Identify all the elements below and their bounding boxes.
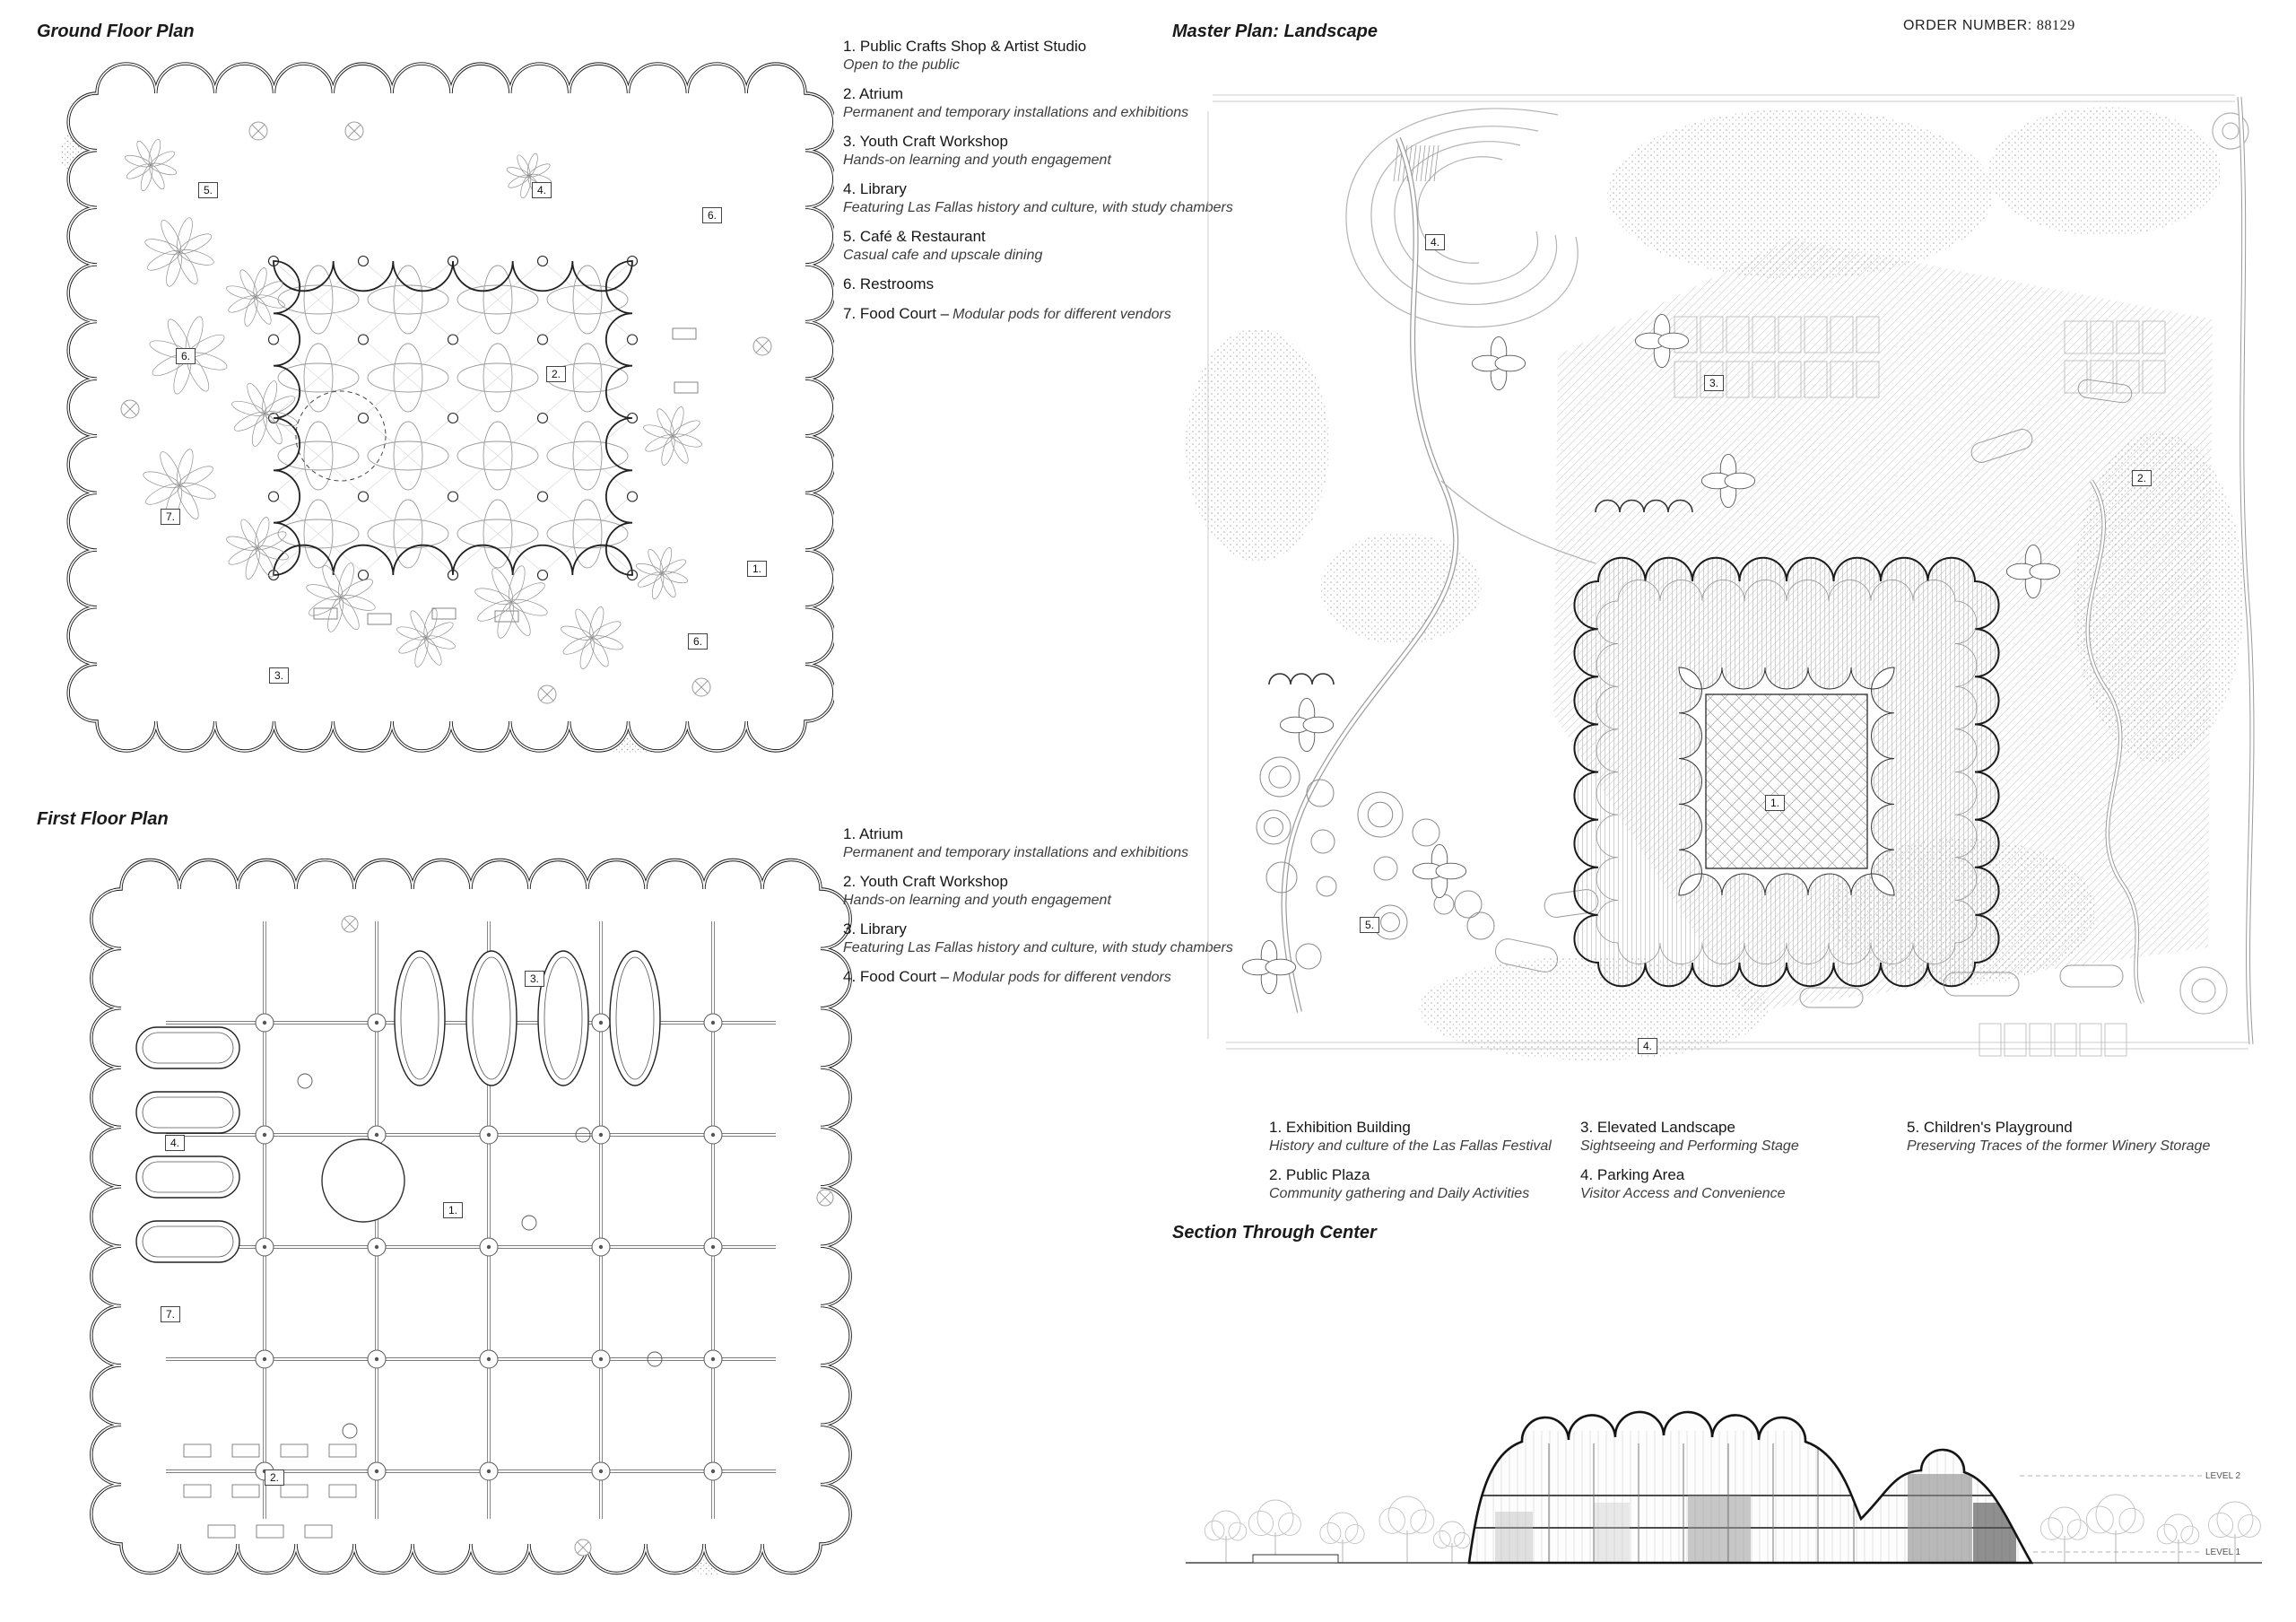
plan-label: 1. [442,1202,464,1218]
parking-stalls [1674,316,2166,1057]
ground-floor-title: Ground Floor Plan [37,22,195,41]
level-annotations: LEVEL 2 LEVEL 1 [2020,1471,2241,1557]
order-value: 88129 [2036,18,2075,33]
section-title: Section Through Center [1172,1223,1377,1243]
legend-item: 6. Restrooms [843,275,935,292]
platform [1252,1554,1339,1564]
plan-label: 4. [164,1135,186,1151]
master-plan: 4. 3. 2. 1. 5. 4. [1172,59,2271,1084]
building-outline [66,62,834,753]
order-label: ORDER NUMBER: [1903,18,2032,33]
plan-label: 2. [2131,470,2152,486]
first-floor-plan: 3. 4. 1. 7. 2. [81,857,852,1579]
legend-item: 4. Food Court –Modular pods for differen… [843,968,1171,985]
plan-label: 4. [1637,1038,1658,1054]
plan-label: 5. [197,182,219,198]
plan-label: 7. [160,1306,181,1322]
plan-label: 2. [264,1469,285,1486]
elevated-landscape [1345,108,2249,1015]
grid-markers [341,915,834,1557]
plan-label: 1. [746,561,768,577]
vegetation-stipple [1186,107,2244,1060]
legend-item: 7. Food Court –Modular pods for differen… [843,305,1171,322]
plan-label: 5. [1359,917,1380,933]
courtyard [1705,693,1868,869]
first-floor-plan-drawing [90,858,852,1575]
plan-label: 4. [1424,234,1446,250]
section-interior [1473,1431,2031,1563]
section-drawing-panel: LEVEL 2 LEVEL 1 [1172,1386,2275,1592]
plan-label: 7. [160,509,181,525]
exhibition-building [1573,556,2000,988]
plan-label: 1. [1764,795,1786,811]
building-section-outline [1467,1410,2034,1565]
plan-label: 2. [545,366,567,382]
roads-paths [1281,96,2255,1045]
building-section-body [1469,1411,2031,1563]
ground-floor-plan: 5. 4. 6. 6. 2. 7. 1. 6. 3. [45,59,834,786]
plan-label: 4. [531,182,552,198]
section-drawing: LEVEL 2 LEVEL 1 [1186,1410,2262,1565]
order-number: ORDER NUMBER: 88129 [1903,18,2075,34]
first-floor-title: First Floor Plan [37,809,169,829]
building-outline-inner [67,63,834,752]
master-plan-drawing [1186,94,2255,1060]
level-2-label: LEVEL 2 [2205,1471,2241,1481]
master-plan-title: Master Plan: Landscape [1172,22,1378,41]
indoor-trees [124,138,702,669]
plan-label: 3. [1703,375,1725,391]
building-footprint-inner [1596,580,1978,964]
site-boundary [1207,94,2248,1050]
plan-label: 6. [175,348,196,364]
site-details [1268,379,2133,1008]
floor-interior [135,921,776,1539]
plan-label: 3. [524,971,545,987]
plan-label: 3. [268,667,290,684]
section-trees [1204,1494,2261,1563]
grid-markers [120,121,772,704]
planters [1241,313,2061,995]
building-outline-inner [91,859,851,1574]
plan-label: 6. [687,633,709,650]
building-outline [90,858,852,1575]
atrium-boundary [273,260,633,576]
level-1-label: LEVEL 1 [2205,1548,2241,1557]
plan-label: 6. [701,207,723,223]
ground-floor-plan-drawing [60,62,834,754]
